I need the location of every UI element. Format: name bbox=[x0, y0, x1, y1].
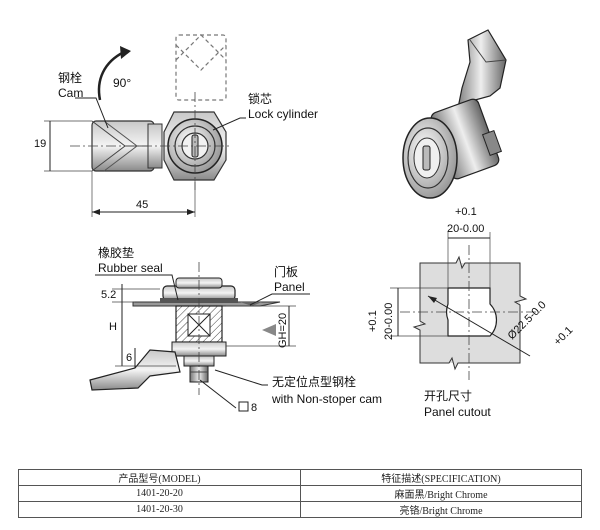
cutout-label-cn: 开孔尺寸 bbox=[424, 389, 472, 403]
cam-label-cn: 钢栓 bbox=[58, 70, 82, 85]
panel-label-cn: 门板 bbox=[274, 264, 298, 279]
cutout-hole bbox=[446, 287, 497, 337]
rotated-cam-ghost bbox=[175, 34, 227, 101]
table-row: 1401-20-30 亮铬/Bright Chrome bbox=[18, 501, 582, 518]
width-left: 20-0.00 bbox=[383, 303, 395, 340]
square-icon bbox=[238, 401, 249, 412]
rotation-arrowhead-icon bbox=[120, 46, 131, 59]
rotation-arrow-icon bbox=[97, 50, 125, 101]
model-cell: 1401-20-20 bbox=[18, 485, 301, 502]
spec-table: 产品型号(MODEL) 特征描述(SPECIFICATION) 1401-20-… bbox=[18, 469, 582, 518]
spec-cell: 亮铬/Bright Chrome bbox=[300, 501, 582, 518]
dim-19: 19 bbox=[34, 138, 46, 150]
model-header: 产品型号(MODEL) bbox=[18, 469, 301, 486]
table-row: 1401-20-20 麻面黑/Bright Chrome bbox=[18, 485, 582, 502]
model-cell: 1401-20-30 bbox=[18, 501, 301, 518]
dim-square-8: 8 bbox=[251, 402, 257, 414]
panel-cutout-view: +0.1 20-0.00 +0.1 20-0.00 Ø22.5-0.0 +0.1… bbox=[367, 206, 575, 419]
side-view: 橡胶垫 Rubber seal 门板 Panel 无定位点型钢栓 with No… bbox=[89, 245, 382, 414]
cutout-label-en: Panel cutout bbox=[424, 405, 491, 419]
dim-GH: GH=20 bbox=[277, 313, 289, 348]
side-cam bbox=[89, 349, 181, 391]
lock-label-cn: 锁芯 bbox=[248, 91, 272, 106]
tol-left: +0.1 bbox=[367, 310, 379, 332]
width-top: 20-0.00 bbox=[447, 223, 484, 235]
panel-label-en: Panel bbox=[274, 280, 305, 294]
tol-diameter: +0.1 bbox=[552, 324, 576, 348]
seal-label-en: Rubber seal bbox=[98, 261, 163, 275]
seal-label-cn: 橡胶垫 bbox=[98, 245, 134, 260]
isometric-view bbox=[402, 29, 507, 199]
lock-label-en: Lock cylinder bbox=[248, 107, 318, 121]
spec-cell: 麻面黑/Bright Chrome bbox=[300, 485, 582, 502]
nonstop-label-en: with Non-stoper cam bbox=[271, 392, 382, 406]
tol-top: +0.1 bbox=[455, 206, 477, 218]
dim-H: H bbox=[109, 321, 117, 333]
cam-label-en: Cam bbox=[58, 86, 83, 100]
dim-6: 6 bbox=[126, 352, 132, 364]
spec-table-header: 产品型号(MODEL) 特征描述(SPECIFICATION) bbox=[18, 469, 582, 486]
front-view: 90° 钢栓 Cam 锁芯 Lock cylinder 19 bbox=[34, 34, 318, 217]
nonstop-label-cn: 无定位点型钢栓 bbox=[272, 374, 356, 389]
warning-triangle-icon bbox=[262, 324, 276, 336]
rotation-label: 90° bbox=[113, 76, 131, 90]
dim-5-2: 5.2 bbox=[101, 289, 116, 301]
dim-45: 45 bbox=[136, 199, 148, 211]
spec-header: 特征描述(SPECIFICATION) bbox=[300, 469, 582, 486]
